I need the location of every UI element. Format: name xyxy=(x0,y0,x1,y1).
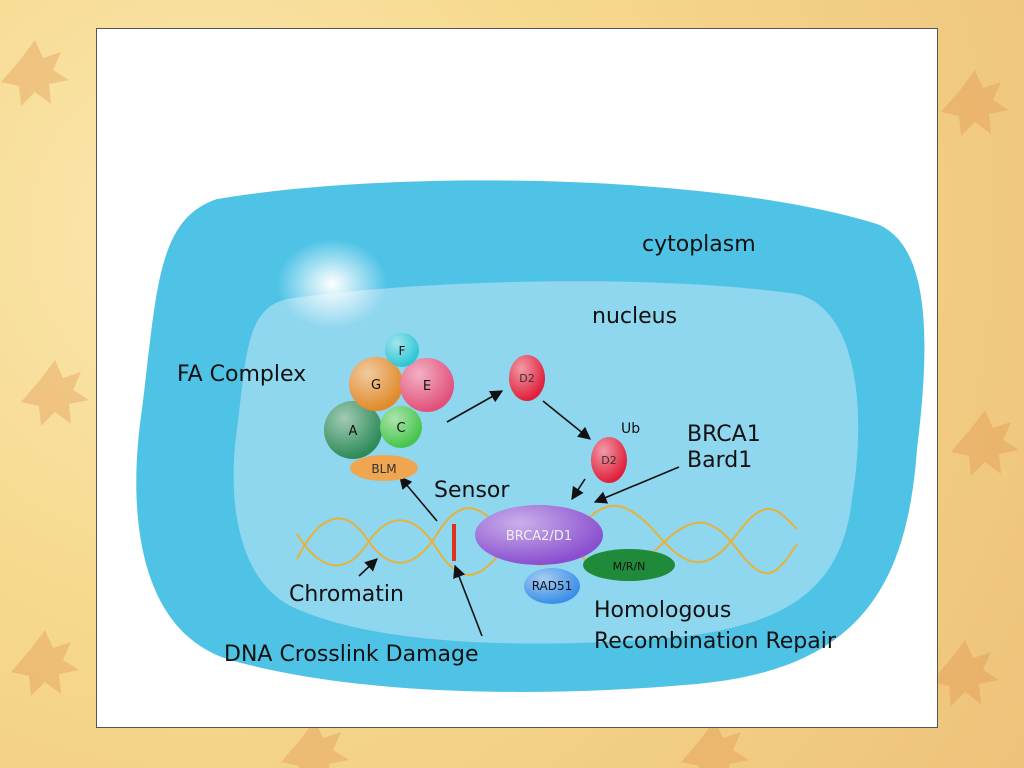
arrow-brca1-to-brca2 xyxy=(593,466,680,504)
hr-label-line2: Recombination Repair xyxy=(594,629,837,654)
hr-label-line1: Homologous xyxy=(594,598,731,623)
svg-text:BLM: BLM xyxy=(371,462,396,476)
arrow-sensor-to-fa xyxy=(399,476,438,522)
protein-BLM: BLM xyxy=(350,455,418,481)
svg-text:D2: D2 xyxy=(519,372,534,385)
protein-E: E xyxy=(400,358,454,412)
svg-text:E: E xyxy=(423,379,431,394)
arrow-fa-to-d2 xyxy=(446,390,504,423)
protein-D2-ubiquitinated: D2 xyxy=(591,437,627,483)
arrow-d2-to-ubd2 xyxy=(542,400,591,440)
diagram-panel: cytoplasm nucleus FA Complex Sensor Chro… xyxy=(96,28,938,728)
cytoplasm-label: cytoplasm xyxy=(642,232,756,257)
nucleus-label: nucleus xyxy=(592,304,677,329)
protein-MRN: M/R/N xyxy=(583,549,675,581)
svg-text:C: C xyxy=(396,421,405,436)
dna-damage-label: DNA Crosslink Damage xyxy=(224,642,478,667)
protein-RAD51: RAD51 xyxy=(524,568,580,604)
svg-text:BRCA2/D1: BRCA2/D1 xyxy=(506,529,572,544)
svg-text:D2: D2 xyxy=(601,454,616,467)
fa-pathway-diagram: cytoplasm nucleus FA Complex Sensor Chro… xyxy=(136,180,925,692)
arrow-ubd2-to-brca2 xyxy=(571,478,586,501)
light-glow xyxy=(277,239,387,329)
protein-G: G xyxy=(349,357,403,411)
protein-BRCA2-D1: BRCA2/D1 xyxy=(475,505,603,565)
brca1-label: BRCA1 xyxy=(687,422,761,447)
ub-label: Ub xyxy=(621,421,640,437)
svg-text:G: G xyxy=(371,378,381,393)
arrows xyxy=(358,390,680,637)
fa-complex: A C G E F xyxy=(324,333,454,481)
svg-text:M/R/N: M/R/N xyxy=(613,560,646,573)
svg-text:RAD51: RAD51 xyxy=(532,579,573,593)
svg-text:F: F xyxy=(399,344,406,358)
fa-complex-label: FA Complex xyxy=(177,362,306,387)
arrow-damage-label xyxy=(453,564,483,637)
protein-F: F xyxy=(385,333,419,367)
sensor-label: Sensor xyxy=(434,478,510,503)
arrow-chromatin-label xyxy=(358,558,378,577)
bard1-label: Bard1 xyxy=(687,448,752,473)
chromatin-label: Chromatin xyxy=(289,582,404,607)
protein-C: C xyxy=(380,406,422,448)
protein-D2: D2 xyxy=(509,355,545,401)
svg-text:A: A xyxy=(349,424,358,439)
protein-A: A xyxy=(324,401,382,459)
